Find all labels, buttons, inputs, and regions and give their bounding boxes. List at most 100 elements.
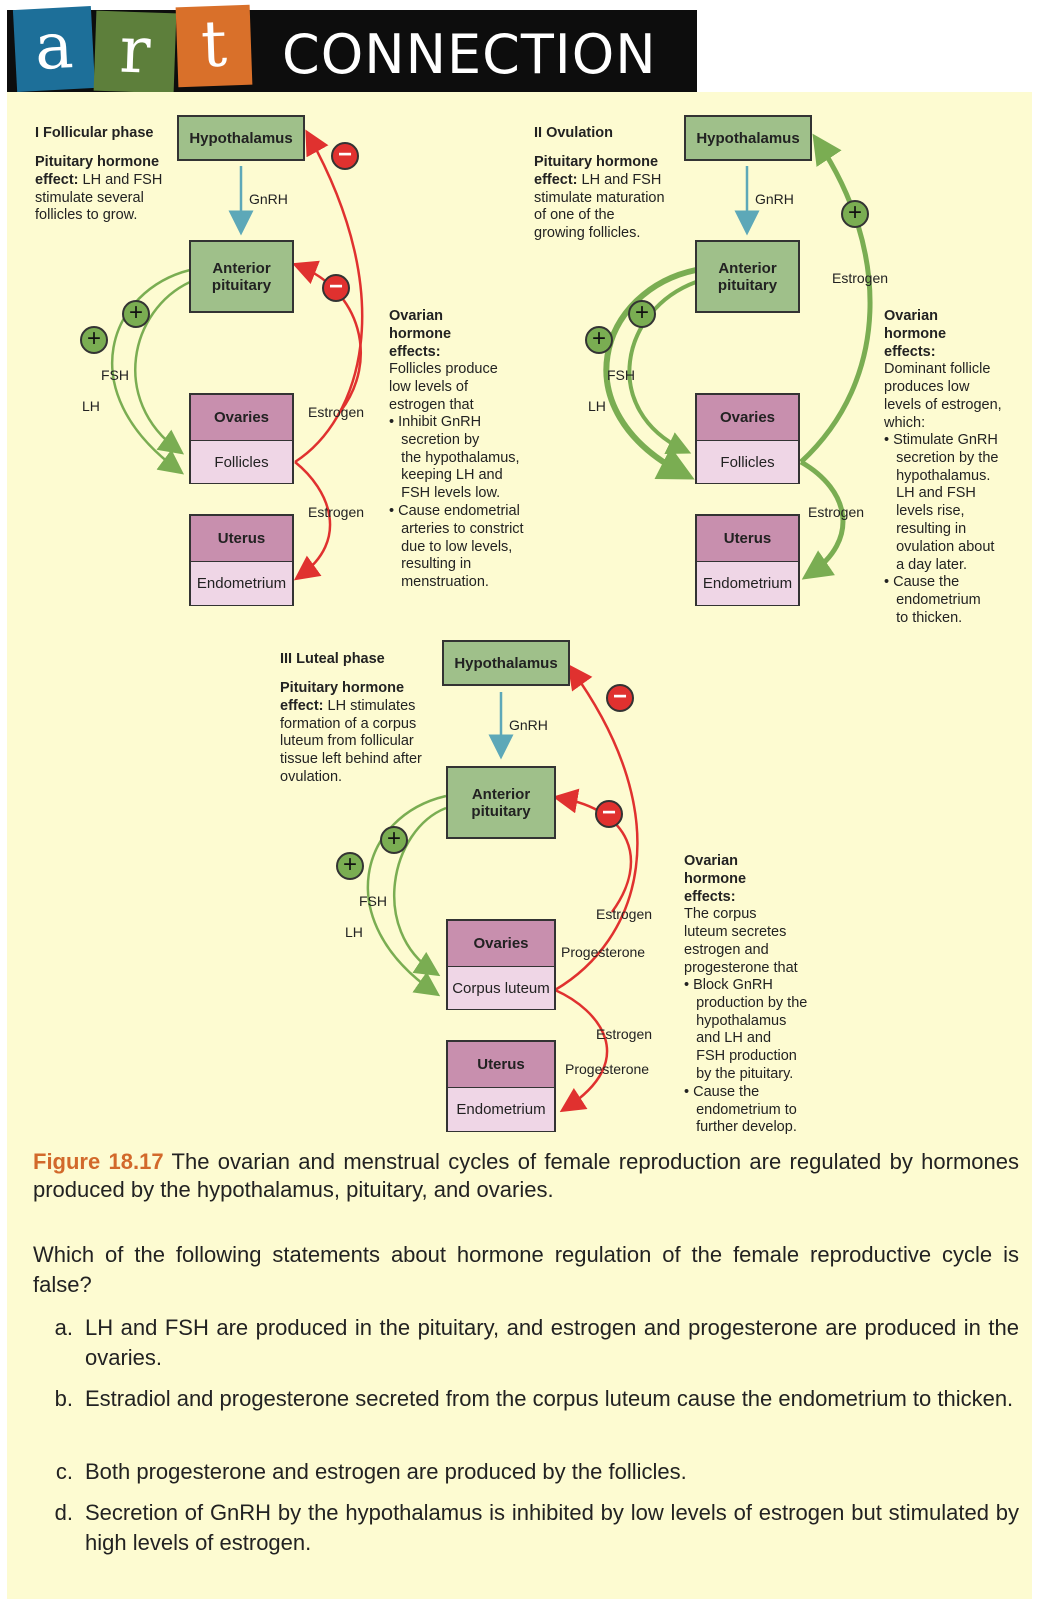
p2-ovaries-label: Ovaries	[697, 395, 798, 441]
p3-endometrium-label: Endometrium	[448, 1088, 554, 1131]
p2-lh-label: LH	[588, 398, 606, 414]
p2-ovarian-l3: which:	[884, 414, 926, 431]
question-text: Which of the following statements about …	[33, 1242, 1019, 1297]
p2-bullet-4: levels rise,	[884, 503, 965, 520]
p3-bullets: • Block GnRH production by the hypothala…	[684, 977, 807, 1137]
art-connection-banner: a r t CONNECTION	[7, 4, 697, 94]
p2-ovaries-box: Ovaries Follicles	[695, 393, 800, 484]
p1-uterus-label: Uterus	[191, 516, 292, 562]
stimulate-sign-2b: +	[628, 300, 656, 328]
p2-bullet-7: a day later.	[884, 556, 968, 573]
p1-bullet-5: • Cause endometrial	[389, 502, 520, 519]
answer-option-d[interactable]: d. Secretion of GnRH by the hypothalamus…	[33, 1498, 1019, 1560]
p1-lh-label: LH	[82, 398, 100, 414]
p2-endometrium-label: Endometrium	[697, 562, 798, 605]
p3-fsh-label: FSH	[359, 893, 387, 909]
p1-bullet-3: keeping LH and	[389, 467, 503, 484]
p1-estrogen-label-b: Estrogen	[308, 504, 365, 520]
p2-bullet-6: ovulation about	[884, 538, 995, 555]
p3-effect-heading2: effect:	[280, 697, 324, 714]
option-text: Both progesterone and estrogen are produ…	[85, 1459, 687, 1484]
p3-progesterone-label-b: Progesterone	[565, 1061, 650, 1077]
p3-bullet-0: • Block GnRH	[684, 977, 773, 993]
p2-follicles-label: Follicles	[697, 441, 798, 483]
p1-endometrium-label: Endometrium	[191, 562, 292, 605]
p1-hypothalamus-box: Hypothalamus	[177, 115, 305, 161]
p1-bullet-7: due to low levels,	[389, 538, 513, 555]
phase2-arrows	[603, 133, 873, 580]
p3-bullet-3: and LH and	[684, 1030, 772, 1047]
answer-option-a[interactable]: a. LH and FSH are produced in the pituit…	[33, 1313, 1019, 1375]
figure-caption-text: The ovarian and menstrual cycles of fema…	[33, 1149, 1020, 1202]
p1-uterus-box: Uterus Endometrium	[189, 514, 294, 606]
p3-ovarian-l2: estrogen and	[684, 941, 769, 958]
p1-bullet-4: FSH levels low.	[389, 485, 501, 502]
p3-corpus-luteum-label: Corpus luteum	[448, 967, 554, 1009]
p2-pituitary-effect: Pituitary hormone effect: LH and FSH sti…	[534, 154, 665, 243]
p3-estrogen-label-a: Estrogen	[596, 906, 653, 922]
option-letter: b.	[54, 1386, 73, 1411]
p2-bullet-0: • Stimulate GnRH	[884, 432, 998, 448]
p3-ovarian-l0: The corpus	[684, 906, 757, 923]
figure-panel	[7, 92, 1032, 1599]
answer-option-b[interactable]: b. Estradiol and progesterone secreted f…	[33, 1384, 1019, 1446]
p1-effect-line2: follicles to grow.	[35, 207, 138, 224]
p2-estrogen-label-b: Estrogen	[808, 504, 865, 520]
p1-ovaries-label: Ovaries	[191, 395, 292, 441]
p1-bullet-2: the hypothalamus,	[389, 449, 520, 466]
p2-title: II Ovulation	[534, 125, 613, 141]
p1-effect-line0: LH and FSH	[78, 171, 163, 188]
p1-gnrh-label: GnRH	[249, 191, 288, 207]
p3-lh-label: LH	[345, 924, 363, 940]
p3-ovarian-h2: effects:	[684, 888, 736, 905]
p1-ovarian-l0: Follicles produce	[389, 361, 498, 378]
p2-ovarian-h2: effects:	[884, 343, 936, 360]
p3-bullet-4: FSH production	[684, 1048, 797, 1065]
p2-ovarian-h0: Ovarian	[884, 308, 938, 324]
p1-bullet-8: resulting in	[389, 556, 472, 573]
answer-option-c[interactable]: c. Both progesterone and estrogen are pr…	[33, 1457, 1019, 1489]
option-letter: a.	[54, 1315, 73, 1340]
p3-progesterone-label-a: Progesterone	[561, 944, 646, 960]
p2-bullet-9: endometrium	[884, 592, 981, 609]
p3-bullet-8: further develop.	[684, 1119, 797, 1136]
p2-anterior-label: Anterior	[718, 259, 777, 277]
p3-ovarian-l1: luteum secretes	[684, 924, 787, 941]
p2-effect-heading: Pituitary hormone	[534, 154, 659, 170]
p1-bullet-0: • Inhibit GnRH	[389, 414, 482, 430]
p1-estrogen-label-a: Estrogen	[308, 404, 365, 420]
p3-bullet-6: • Cause the	[684, 1083, 760, 1100]
p3-effect-line1: formation of a corpus	[280, 715, 417, 732]
p1-anterior-label: Anterior	[212, 259, 271, 277]
p3-bullet-2: hypothalamus	[684, 1012, 787, 1029]
p2-uterus-box: Uterus Endometrium	[695, 514, 800, 606]
p1-follicles-label: Follicles	[191, 441, 292, 483]
p3-ovaries-box: Ovaries Corpus luteum	[446, 919, 556, 1010]
p1-ovarian-h1: hormone	[389, 325, 452, 342]
p3-effect-line3: tissue left behind after	[280, 751, 422, 768]
p3-effect-line0: LH stimulates	[323, 697, 416, 714]
p2-bullet-1: secretion by the	[884, 449, 999, 466]
p1-pituitary-effect: Pituitary hormone effect: LH and FSH sti…	[35, 154, 162, 225]
p1-hypothalamus-label: Hypothalamus	[189, 129, 293, 147]
p2-effect-line1: stimulate maturation	[534, 189, 665, 206]
stimulate-sign-3b: +	[336, 852, 364, 880]
p2-ovarian-l1: produces low	[884, 379, 970, 396]
p3-effect-line2: luteum from follicular	[280, 733, 414, 750]
inhibit-sign-3a: −	[606, 684, 634, 712]
p1-fsh-label: FSH	[101, 367, 129, 383]
stimulate-sign-3a: +	[380, 826, 408, 854]
p2-bullet-8: • Cause the	[884, 574, 960, 591]
p2-estrogen-label-a: Estrogen	[832, 270, 889, 286]
p1-effect-heading: Pituitary hormone	[35, 154, 160, 170]
p2-ovarian-l2: levels of estrogen,	[884, 396, 1002, 413]
p2-gnrh-label: GnRH	[755, 191, 794, 207]
p3-ovaries-label: Ovaries	[448, 921, 554, 967]
p2-ovarian-h1: hormone	[884, 325, 947, 342]
p3-uterus-box: Uterus Endometrium	[446, 1040, 556, 1132]
p2-effect-heading2: effect:	[534, 171, 578, 188]
p1-bullet-1: secretion by	[389, 431, 480, 448]
banner-title: CONNECTION	[282, 23, 657, 86]
figure-caption: Figure 18.17 The ovarian and menstrual c…	[33, 1148, 1019, 1204]
